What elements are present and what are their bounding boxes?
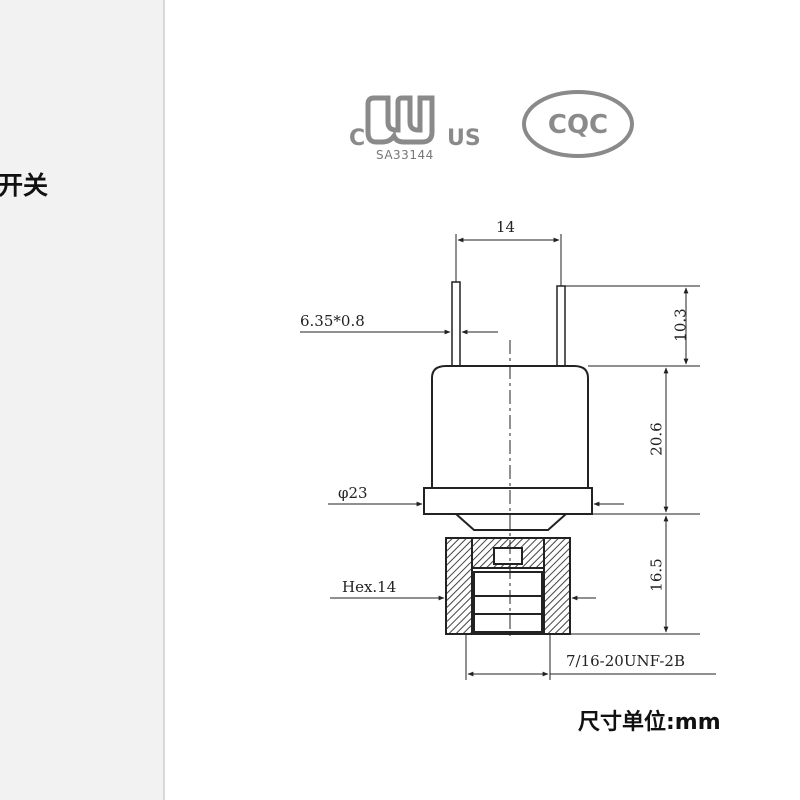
hex-fitting: [445, 537, 571, 635]
terminal-pins: [451, 281, 566, 367]
ul-file-number: SA33144: [376, 148, 434, 162]
product-title-fragment: 开关: [0, 171, 49, 200]
body-neck: [453, 513, 569, 531]
ul-us-mark: US: [447, 126, 481, 151]
cqc-mark-icon: CQC: [522, 90, 634, 158]
dim-label-hex: Hex.14: [342, 578, 397, 596]
dim-label-spacing: 14: [496, 218, 516, 236]
dim-label-thread: 7/16-20UNF-2B: [566, 652, 685, 670]
dim-terminal-spacing: [455, 234, 562, 286]
switch-body: [423, 365, 593, 531]
dim-label-terminal-height: 10.3: [671, 308, 690, 342]
dim-thread: [465, 634, 716, 680]
ul-letters: [365, 95, 435, 145]
dim-label-diameter: φ23: [338, 484, 368, 502]
dim-label-terminal-size: 6.35*0.8: [300, 312, 365, 330]
cqc-label: CQC: [548, 110, 608, 140]
unit-note: 尺寸单位:mm: [578, 710, 721, 735]
left-terminal: [451, 281, 461, 367]
body-flange: [423, 487, 593, 515]
right-terminal: [556, 285, 566, 367]
ul-c-mark: C: [349, 126, 365, 151]
dim-label-fitting-height: 16.5: [647, 558, 666, 592]
left-side-panel: 开关: [0, 0, 163, 800]
dim-label-body-height: 20.6: [647, 422, 666, 456]
dim-vertical-chain: [565, 285, 700, 635]
panel-divider: [163, 0, 165, 800]
ul-listed-icon: C US: [349, 95, 481, 151]
